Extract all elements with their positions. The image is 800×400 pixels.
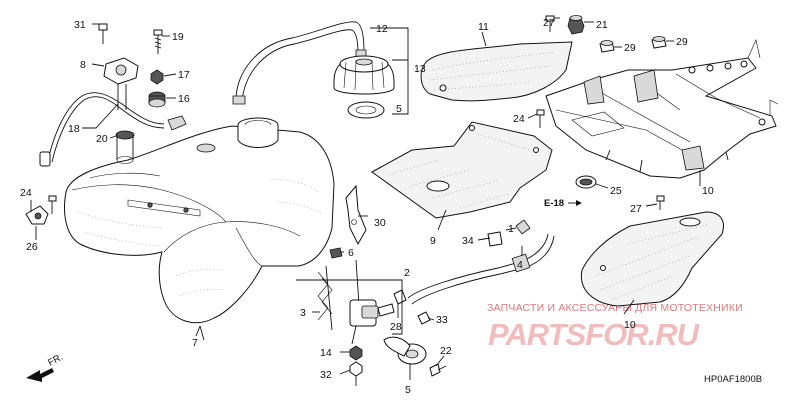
callout-14: 13 (414, 63, 426, 75)
callout-21: 21 (596, 19, 608, 31)
fuel-tank (64, 117, 335, 341)
nut-16 (349, 345, 363, 361)
callout-19: 18 (68, 123, 80, 135)
gasket-5 (347, 101, 385, 119)
callout-20: 20 (96, 133, 108, 145)
nut-18 (150, 69, 164, 85)
callout-3: 3 (300, 307, 306, 319)
callout-13: 12 (376, 23, 388, 35)
callout-1: 1 (508, 223, 514, 235)
callout-4: 4 (517, 259, 523, 271)
callout-34: 34 (462, 235, 474, 247)
callout-24-left: 24 (20, 187, 32, 199)
packing-6 (329, 247, 343, 259)
callout-26: 26 (26, 241, 38, 253)
bolt-22-head (153, 29, 163, 36)
callout-10: 9 (430, 235, 436, 247)
clip-28 (393, 289, 407, 305)
seat-mat-12 (420, 41, 573, 102)
callout-9: 10 (702, 185, 714, 197)
screw-23 (429, 363, 441, 377)
callout-29-left: 29 (624, 42, 636, 54)
callout-6: 6 (348, 247, 354, 259)
bracket-frame-9 (545, 39, 779, 179)
callout-32: 32 (320, 369, 332, 381)
watermark-logo: PARTSFOR.RU (488, 317, 701, 352)
breather-fitting (167, 115, 187, 131)
callout-18: 17 (178, 69, 190, 81)
callout-12: 11 (478, 21, 489, 33)
callout-8: 8 (80, 59, 86, 71)
clamp-20 (115, 130, 135, 140)
callout-11: 10 (624, 319, 636, 331)
callout-7: 7 (192, 337, 198, 349)
fuel-cap (333, 55, 395, 95)
bolt-24-right (536, 109, 545, 116)
callout-17: 16 (178, 93, 190, 105)
callout-30: 30 (374, 217, 386, 229)
callout-5-lever: 5 (405, 384, 411, 396)
callout-27-lower: 27 (630, 203, 642, 215)
e18-arrow-head (576, 200, 582, 206)
bolt-31-head (98, 23, 108, 31)
callout-16: 14 (320, 347, 332, 359)
fuel-hose (407, 233, 549, 299)
floor-mat-10 (371, 121, 553, 219)
front-label: FR. (46, 352, 65, 369)
bolt-32 (349, 361, 363, 377)
bolt-24-left (48, 195, 57, 202)
filler-hose (235, 21, 365, 101)
callouts: 31 19 8 17 16 18 20 12 13 5 11 27 21 29 … (20, 17, 714, 396)
callout-23: 22 (440, 345, 452, 357)
fuel-cock-assembly (317, 259, 395, 345)
callout-2: 2 (404, 267, 410, 279)
bolt-33 (417, 311, 431, 325)
callout-33: 33 (436, 314, 448, 326)
clip-1 (515, 219, 531, 235)
callout-27-upper: 27 (543, 17, 555, 29)
callout-31: 31 (74, 19, 86, 31)
breather-tube (47, 92, 165, 161)
front-arrow-icon (26, 368, 54, 382)
clip-34 (487, 231, 503, 247)
drawing-reference: HP0AF1800B (704, 374, 762, 385)
callout-22: 19 (172, 31, 184, 43)
callout-29-right: 29 (676, 36, 688, 48)
callout-25: 25 (610, 185, 622, 197)
bracket-30 (345, 184, 367, 246)
watermark-subtitle: ЗАПЧАСТИ И АКСЕССУАРЫ ДЛЯ МОТОТЕХНИКИ (487, 302, 743, 314)
mat-11 (580, 211, 724, 307)
callout-5-gasket: 5 (396, 103, 402, 115)
front-direction-indicator: FR. (26, 352, 65, 382)
breather-tube-end (39, 151, 51, 167)
callout-28: 28 (390, 321, 402, 333)
bolt-27-lower (656, 195, 665, 202)
callout-24-right: 24 (513, 113, 525, 125)
leader-lines (30, 17, 701, 380)
e18-code-label: E-18 (544, 198, 564, 209)
